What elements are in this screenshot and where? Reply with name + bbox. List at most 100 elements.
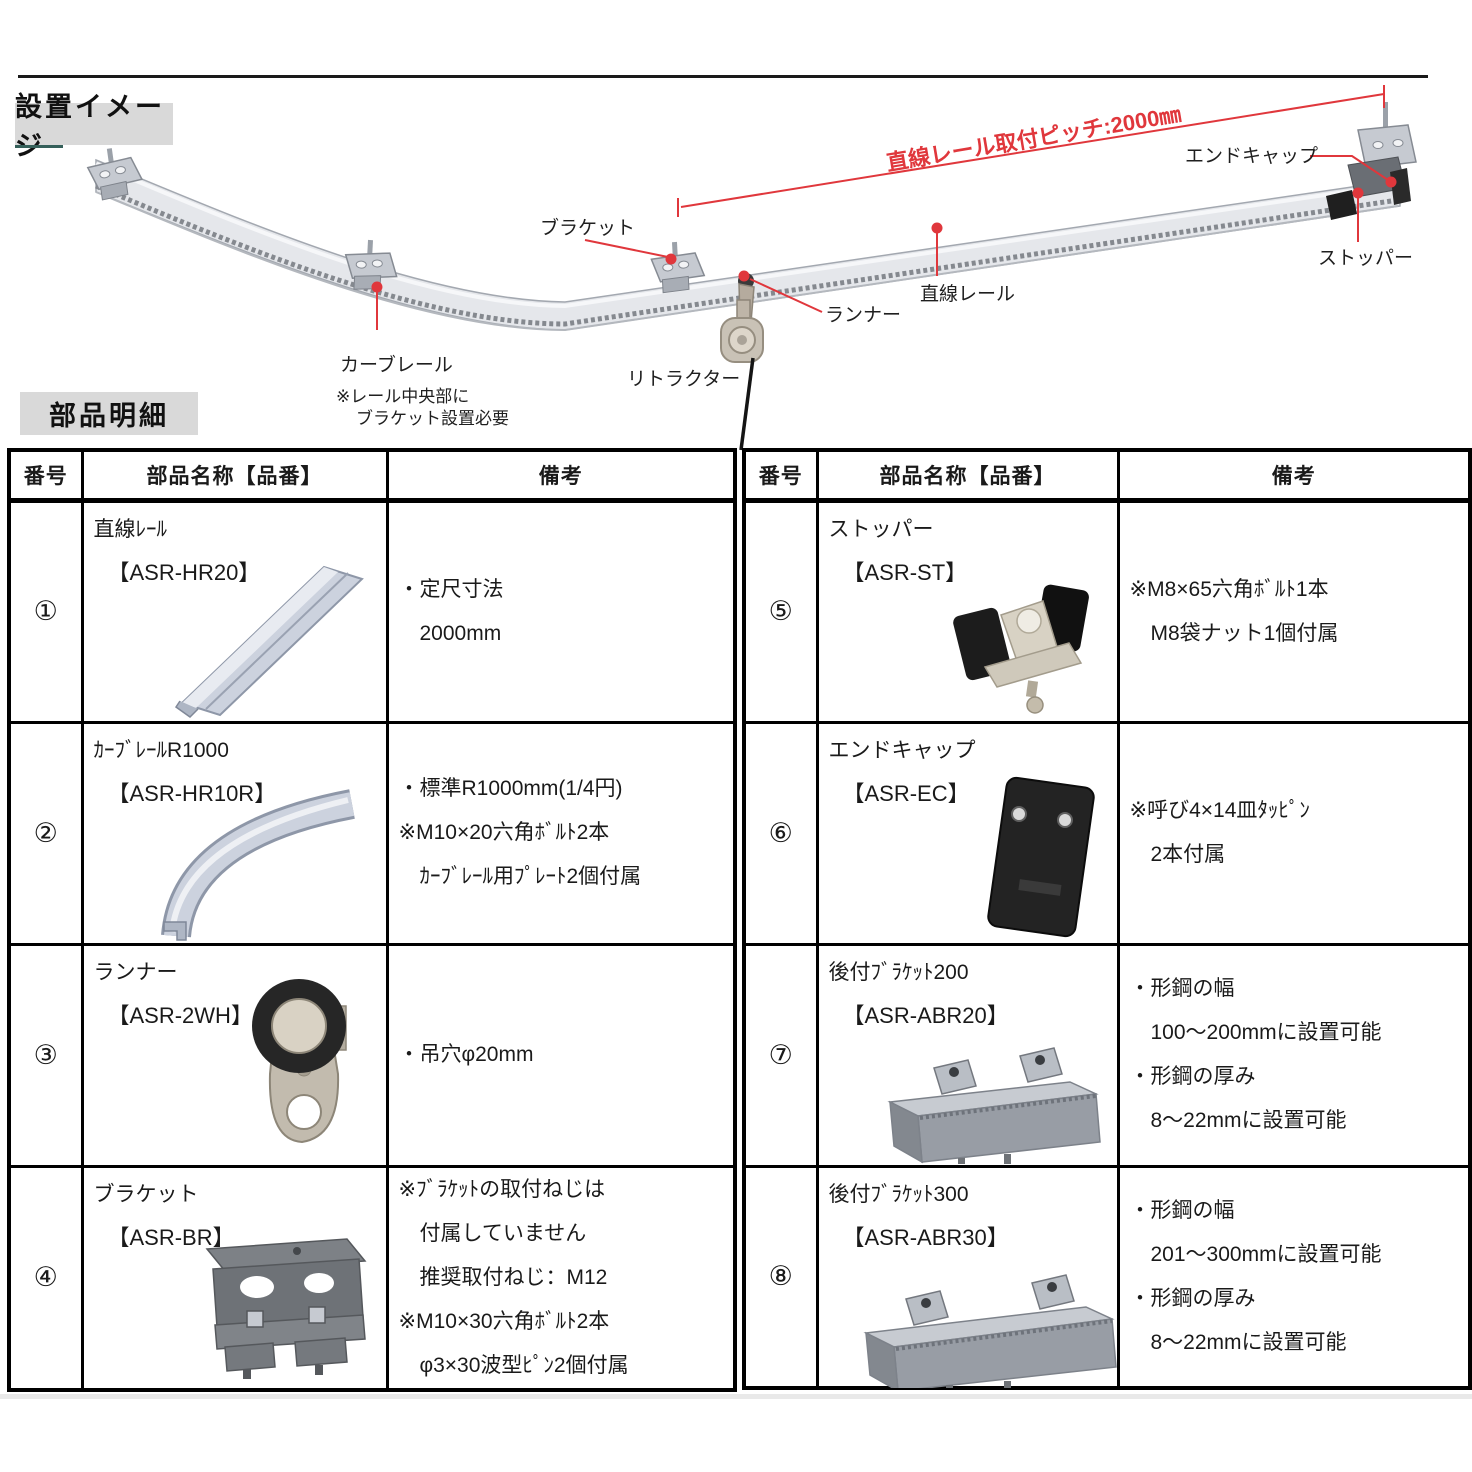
part-name: 後付ﾌﾞﾗｹｯﾄ300 [828,1182,969,1206]
part-notes: ・形鋼の幅 201～300mmに設置可能 ・形鋼の厚み 8～22mmに設置可能 [1116,1164,1472,1390]
part-code: 【ASR-HR20】 [107,559,261,585]
part-number: ① [7,498,84,724]
part-code: 【ASR-ABR20】 [842,1002,1009,1028]
part-code: 【ASR-HR10R】 [107,780,277,806]
part-notes: ・標準R1000mm(1/4円) ※M10×20六角ﾎﾞﾙﾄ2本 ｶｰﾌﾞﾚｰﾙ… [385,720,737,946]
part-name-cell: エンドキャップ 【ASR-EC】 [815,720,1120,946]
part-name: ランナー [93,960,178,984]
header-number: 番号 [7,448,84,503]
note-line: φ3×30波型ﾋﾟﾝ2個付属 [398,1353,629,1377]
part-name: ｶｰﾌﾞﾚｰﾙR1000 [93,738,229,762]
label-straight-rail: 直線レール [920,283,1015,305]
retractor-graphic [720,299,764,451]
header-name: 部品名称【品番】 [80,448,389,503]
part-code: 【ASR-EC】 [842,780,970,806]
note-line: M8袋ナット1個付属 [1129,621,1339,645]
table-row: ③ ランナー 【ASR-2WH】 ・吊穴φ20mm [7,942,737,1168]
part-number: ⑦ [742,942,819,1168]
part-notes: ※ﾌﾞﾗｹｯﾄの取付ねじは 付属していません 推奨取付ねじ：M12 ※M10×3… [385,1164,737,1391]
note-line: ・標準R1000mm(1/4円) [398,777,623,800]
part-number: ⑧ [742,1164,819,1390]
title-underline [15,145,63,148]
label-retractor: リトラクター [627,368,740,390]
part-name-cell: ブラケット 【ASR-BR】 [80,1164,389,1391]
table-row: ④ ブラケット 【ASR-BR】 [7,1164,737,1391]
part-name: 後付ﾌﾞﾗｹｯﾄ200 [828,960,969,984]
part-code: 【ASR-ST】 [842,559,968,585]
part-name: ストッパー [828,517,934,541]
straight-rail-image [174,565,364,718]
stopper-graphic [1326,190,1357,220]
part-notes: ・定尺寸法 2000mm [385,498,737,724]
part-name: エンドキャップ [828,738,976,762]
note-line: ※M10×20六角ﾎﾞﾙﾄ2本 [398,821,610,844]
header-number: 番号 [742,448,819,503]
part-name-cell: 後付ﾌﾞﾗｹｯﾄ200 【ASR-ABR20】 [815,942,1120,1168]
part-name-cell: 直線ﾚｰﾙ 【ASR-HR20】 [80,498,389,724]
part-number: ⑤ [742,498,819,724]
part-code: 【ASR-ABR30】 [842,1224,1009,1250]
table-row: ⑤ ストッパー 【ASR-ST】 ※M8×65六角ﾎﾞﾙﾄ1本 M8袋ナット1個… [742,498,1472,724]
note-line: ※ﾌﾞﾗｹｯﾄの取付ねじは [398,1177,606,1201]
part-name-cell: ｶｰﾌﾞﾚｰﾙR1000 【ASR-HR10R】 [80,720,389,946]
installation-diagram: 直線レール取付ピッチ:2000㎜ ブラケット エンドキャップ ストッパー 直線レ… [84,85,1417,451]
table-header-row: 番号 部品名称【品番】 備考 [7,448,737,503]
note-line: ・定尺寸法 [398,577,504,601]
note-line: 8～22mmに設置可能 [1129,1330,1347,1354]
label-stopper: ストッパー [1318,248,1413,269]
note-line: ※M10×30六角ﾎﾞﾙﾄ2本 [398,1309,610,1333]
part-number: ④ [7,1164,84,1391]
label-runner: ランナー [825,305,901,326]
stopper-image [952,584,1089,714]
header-notes: 備考 [1116,448,1472,503]
bracket-200-image [886,1046,1101,1164]
label-bracket: ブラケット [540,216,635,239]
part-name: ブラケット [93,1182,199,1206]
dimension-label: 直線レール取付ピッチ:2000㎜ [885,102,1183,176]
note-line: 8～22mmに設置可能 [1129,1109,1347,1132]
bracket-image [205,1237,366,1379]
end-cap-image [986,776,1095,937]
dimension-line [677,85,1385,217]
label-curve-rail-note1: ※レール中央部に [336,387,469,406]
note-line: 付属していません [398,1221,587,1245]
part-notes: ※M8×65六角ﾎﾞﾙﾄ1本 M8袋ナット1個付属 [1116,498,1472,724]
note-line: 100～200mmに設置可能 [1129,1021,1382,1044]
curve-rail-image [160,788,355,941]
pointer-lines [376,155,1389,330]
part-number: ③ [7,942,84,1168]
rail-graphic [95,158,1401,332]
section-title-parts: 部品明細 [20,392,198,435]
part-name-cell: ストッパー 【ASR-ST】 [815,498,1120,724]
note-line: ・形鋼の厚み [1129,1065,1256,1088]
note-line: ・形鋼の幅 [1129,977,1235,1000]
label-end-cap: エンドキャップ [1185,145,1318,167]
table-row: ② ｶｰﾌﾞﾚｰﾙR1000 【ASR-HR10R】 ・標準R1000mm(1/… [7,720,737,946]
note-line: ・形鋼の幅 [1129,1198,1235,1222]
header-notes: 備考 [385,448,737,503]
top-divider-line [18,75,1428,78]
note-line: ｶｰﾌﾞﾚｰﾙ用ﾌﾟﾚｰﾄ2個付属 [398,865,642,888]
end-assembly-graphic [1326,102,1417,220]
part-code: 【ASR-2WH】 [107,1002,253,1028]
part-number: ⑥ [742,720,819,946]
table-row: ⑧ 後付ﾌﾞﾗｹｯﾄ300 【ASR-ABR30】 ・ [742,1164,1472,1390]
note-line: 推奨取付ねじ：M12 [398,1265,608,1289]
part-number: ② [7,720,84,946]
note-line: 2000mm [398,621,502,645]
table-header-row: 番号 部品名称【品番】 備考 [742,448,1472,503]
table-row: ⑥ エンドキャップ 【ASR-EC】 ※呼び4×14皿ﾀｯﾋﾟﾝ 2本付属 [742,720,1472,946]
label-curve-rail: カーブレール [340,353,453,376]
note-line: 201～300mmに設置可能 [1129,1242,1382,1266]
pointer-dots [371,176,1397,293]
bracket-300-image [862,1273,1117,1388]
table-row: ⑦ 後付ﾌﾞﾗｹｯﾄ200 【ASR-ABR20】 ・ [742,942,1472,1168]
part-notes: ・形鋼の幅 100～200mmに設置可能 ・形鋼の厚み 8～22mmに設置可能 [1116,942,1472,1168]
table-row: ① 直線ﾚｰﾙ 【ASR-HR20】 ・定尺寸法 2000mm [7,498,737,724]
note-line: ※M8×65六角ﾎﾞﾙﾄ1本 [1129,577,1329,601]
label-curve-rail-note2: ブラケット設置必要 [356,408,509,428]
cord-graphic [739,357,755,451]
page-bottom-strip [0,1394,1472,1399]
note-line: ※呼び4×14皿ﾀｯﾋﾟﾝ [1129,799,1310,822]
